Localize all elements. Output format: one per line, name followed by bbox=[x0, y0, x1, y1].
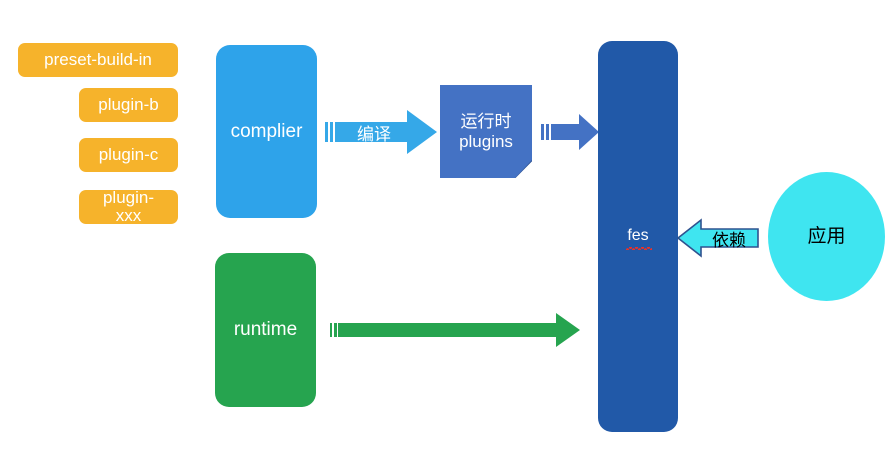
arrow-runtime-to-fes bbox=[330, 310, 580, 350]
node-runtime-plugins[interactable]: 运行时 plugins bbox=[440, 85, 532, 178]
plugin-chip-plugin-c[interactable]: plugin-c bbox=[79, 138, 178, 172]
node-runtime-plugins-line2: plugins bbox=[459, 131, 513, 151]
arrow-depend-shape bbox=[676, 218, 759, 258]
arrow-compile-shape bbox=[325, 110, 437, 154]
page-fold-corner-icon bbox=[515, 160, 532, 178]
node-fes[interactable]: fes bbox=[598, 41, 678, 432]
node-runtime-plugins-line1: 运行时 bbox=[460, 111, 512, 131]
node-runtime-label: runtime bbox=[233, 319, 298, 341]
node-complier-label: complier bbox=[230, 120, 303, 142]
arrow-runtime-to-fes-shape bbox=[330, 313, 580, 347]
plugin-chip-label: preset-build-in bbox=[44, 50, 152, 70]
arrow-plugins-to-fes-shape bbox=[541, 114, 599, 150]
plugin-chip-plugin-b[interactable]: plugin-b bbox=[79, 88, 178, 122]
node-complier[interactable]: complier bbox=[216, 45, 317, 218]
plugin-chip-plugin-xxx[interactable]: plugin- xxx bbox=[79, 188, 178, 225]
node-runtime[interactable]: runtime bbox=[215, 253, 316, 407]
plugin-chip-label-line2: xxx bbox=[115, 206, 142, 225]
plugin-chip-label-line1: plugin- bbox=[102, 188, 155, 208]
node-application-label: 应用 bbox=[807, 225, 846, 247]
node-fes-label: fes bbox=[626, 227, 653, 251]
arrow-plugins-to-fes bbox=[541, 112, 599, 152]
plugin-chip-label: plugin-b bbox=[98, 95, 159, 115]
arrow-depend bbox=[676, 216, 760, 260]
plugin-chip-label: plugin-c bbox=[98, 145, 159, 165]
arrow-compile bbox=[325, 108, 437, 156]
plugin-chip-preset-build-in[interactable]: preset-build-in bbox=[18, 43, 178, 77]
node-application[interactable]: 应用 bbox=[768, 172, 885, 301]
